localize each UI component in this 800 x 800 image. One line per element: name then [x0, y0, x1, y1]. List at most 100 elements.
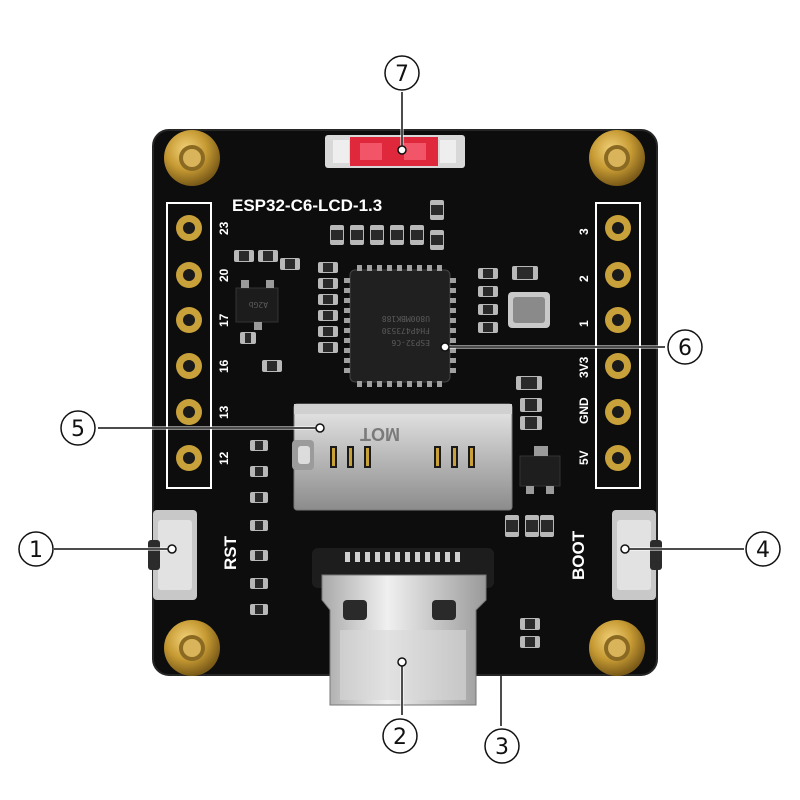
left-pin-header	[166, 202, 212, 489]
smd-part	[370, 225, 384, 245]
smd-part	[478, 268, 498, 279]
ldo-chip	[519, 446, 561, 494]
left-pin-label: 17	[217, 313, 231, 327]
smd-part	[318, 326, 338, 337]
smd-part	[330, 225, 344, 245]
smd-part	[318, 294, 338, 305]
right-pin-label: 1	[577, 320, 591, 327]
svg-text:U800MBK188: U800MBK188	[382, 314, 430, 323]
right-header-pin	[605, 399, 631, 425]
right-pin-label: 3V3	[577, 356, 591, 378]
right-pin-label: 5V	[577, 450, 591, 465]
smd-part	[390, 225, 404, 245]
smd-part	[318, 278, 338, 289]
left-pin-label: 12	[217, 451, 231, 465]
left-header-pin	[176, 307, 202, 333]
smd-part	[478, 286, 498, 297]
smd-part	[540, 515, 554, 537]
smd-part	[250, 604, 268, 615]
crystal	[508, 292, 550, 328]
smd-part	[250, 520, 268, 531]
svg-text:1: 1	[29, 538, 43, 563]
svg-text:ESP32-C6: ESP32-C6	[391, 338, 430, 347]
right-header-pin	[605, 353, 631, 379]
smd-part	[250, 550, 268, 561]
smd-part	[430, 200, 444, 220]
smd-part	[350, 225, 364, 245]
smd-part	[505, 515, 519, 537]
svg-text:3: 3	[495, 735, 509, 760]
right-pin-label: 2	[577, 275, 591, 282]
board-title: ESP32-C6-LCD-1.3	[232, 196, 382, 215]
right-header-pin	[605, 262, 631, 288]
svg-text:2: 2	[393, 725, 407, 750]
smd-part	[250, 578, 268, 589]
left-header-pin	[176, 353, 202, 379]
rst-button[interactable]	[148, 510, 197, 600]
callout-6: 6	[667, 329, 703, 365]
boot-label: BOOT	[569, 530, 588, 580]
smd-part	[516, 376, 542, 390]
svg-text:5: 5	[71, 417, 85, 442]
mounting-hole-bottom-right	[589, 620, 645, 676]
smd-part	[478, 322, 498, 333]
right-header-pin	[605, 445, 631, 471]
right-pin-label: GND	[577, 397, 591, 424]
smd-part	[478, 304, 498, 315]
left-header-pin	[176, 262, 202, 288]
mounting-hole-top-left	[164, 130, 220, 186]
rgb-led	[325, 135, 465, 168]
left-pin-label: 13	[217, 405, 231, 419]
svg-text:A2Gb: A2Gb	[249, 300, 268, 309]
left-pin-label: 20	[217, 268, 231, 282]
callout-2: 2	[382, 718, 418, 754]
sd-slot-label: MOT	[360, 424, 400, 444]
smd-part	[430, 230, 444, 250]
svg-text:6: 6	[678, 336, 692, 361]
smd-part	[512, 266, 538, 280]
esp32-c6-chip: ESP32-C6 FH4P473530 U800MBK188	[344, 265, 456, 387]
smd-part	[280, 258, 300, 270]
smd-components	[234, 200, 554, 648]
microsd-slot: MOT	[292, 403, 513, 511]
svg-text:4: 4	[756, 538, 770, 563]
callout-7: 7	[384, 55, 420, 91]
smd-part	[410, 225, 424, 245]
usb-c-port	[312, 548, 494, 706]
smd-part	[258, 250, 278, 262]
right-pin-label: 3	[577, 228, 591, 235]
smd-part	[318, 310, 338, 321]
smd-part	[520, 416, 542, 430]
svg-text:7: 7	[395, 62, 409, 87]
left-pin-label: 16	[217, 359, 231, 373]
left-header-pin	[176, 399, 202, 425]
boot-button[interactable]	[612, 510, 662, 600]
smd-part	[520, 618, 540, 630]
smd-part	[525, 515, 539, 537]
callout-5: 5	[60, 410, 96, 446]
callout-3: 3	[484, 728, 520, 764]
svg-text:FH4P473530: FH4P473530	[382, 326, 430, 335]
right-header-pin	[605, 215, 631, 241]
regulator-chip: A2Gb	[235, 280, 279, 330]
smd-part	[250, 440, 268, 451]
smd-part	[234, 250, 254, 262]
right-header-pin	[605, 307, 631, 333]
smd-part	[520, 636, 540, 648]
mounting-hole-bottom-left	[164, 620, 220, 676]
rst-label: RST	[221, 535, 240, 570]
left-header-pin	[176, 445, 202, 471]
left-pin-label: 23	[217, 221, 231, 235]
left-header-pin	[176, 215, 202, 241]
smd-part	[318, 342, 338, 353]
smd-part	[250, 466, 268, 477]
smd-part	[250, 492, 268, 503]
smd-part	[240, 332, 256, 344]
smd-part	[318, 262, 338, 273]
callout-4: 4	[745, 531, 781, 567]
callout-1: 1	[18, 531, 54, 567]
smd-part	[520, 398, 542, 412]
smd-part	[262, 360, 282, 372]
mounting-hole-top-right	[589, 130, 645, 186]
